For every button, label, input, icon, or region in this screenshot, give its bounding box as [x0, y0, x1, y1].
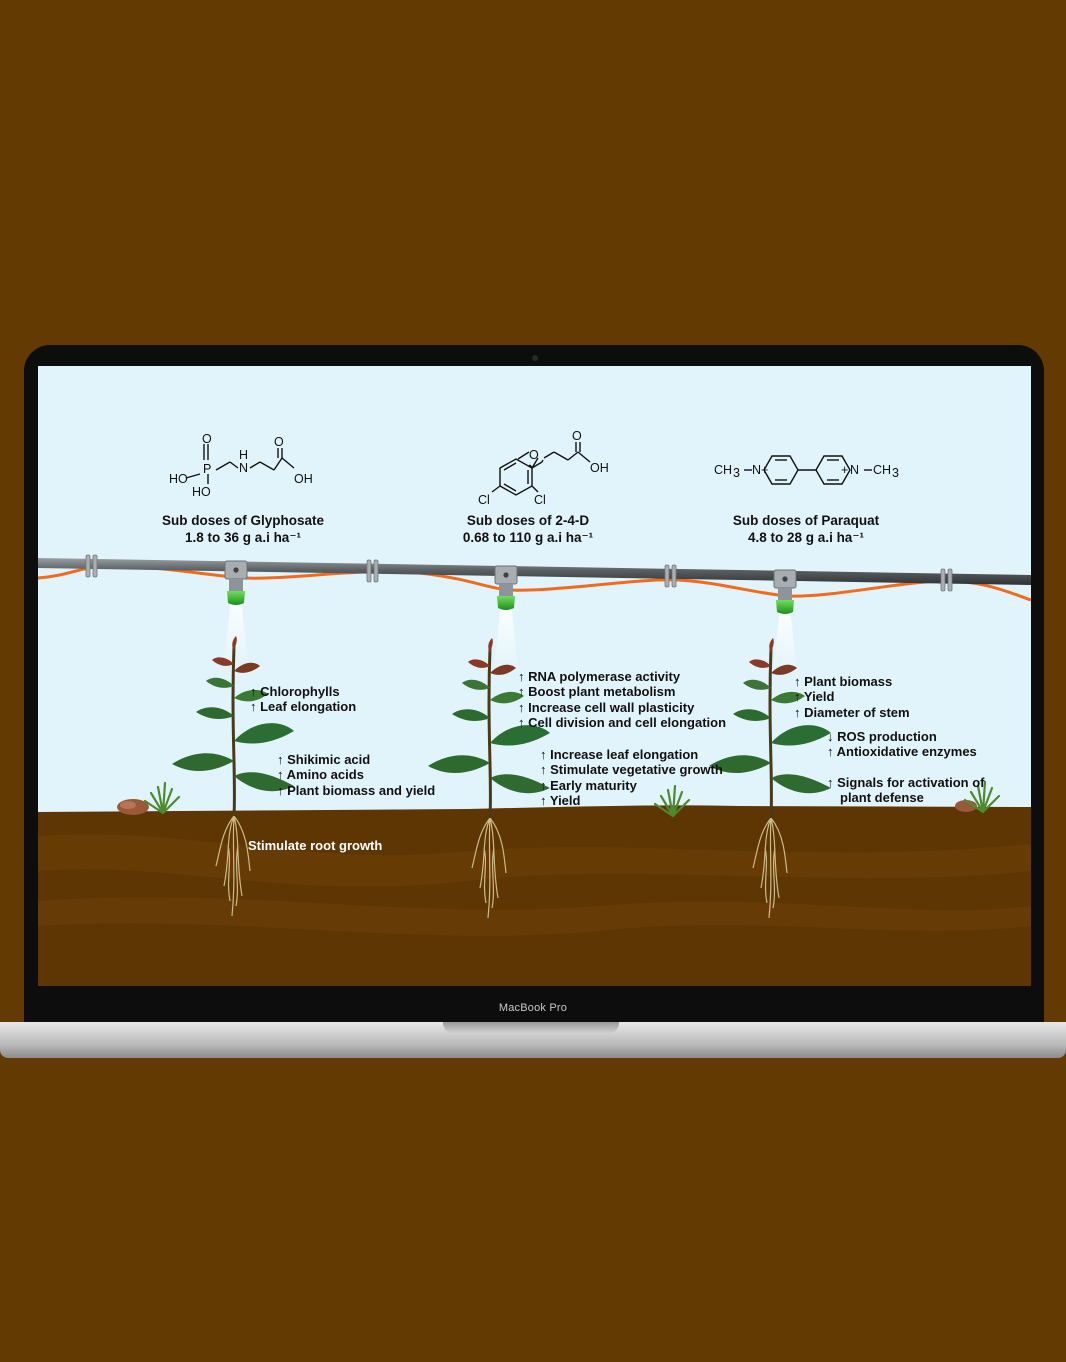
glyphosate-atom-n: N — [239, 461, 248, 475]
glyphosate-lower-effects: ↑ Shikimic acid ↑ Amino acids ↑ Plant bi… — [277, 752, 435, 798]
glyphosate-upper-effects: ↑ Chlorophylls ↑ Leaf elongation — [250, 684, 356, 715]
paraquat-structure — [744, 455, 872, 485]
effect-item: ↑ Increase cell wall plasticity — [518, 699, 695, 715]
d24-atom-cl1: Cl — [478, 493, 490, 507]
effect-item: ↑ Cell division and cell elongation — [518, 715, 727, 731]
paraquat-title: Sub doses of Paraquat — [732, 513, 880, 528]
effect-item: ↑ Signals for activation of — [827, 775, 985, 790]
effect-item: ↑ Yield — [540, 793, 581, 809]
effect-item: ↑ Early maturity — [540, 777, 637, 793]
d24-atom-oh: OH — [590, 461, 609, 475]
effect-item: ↑ Increase leaf elongation — [540, 747, 699, 762]
glyphosate-structure — [185, 444, 295, 484]
effect-item: ↑ Antioxidative enzymes — [827, 744, 977, 760]
screen: O P HO HO H N O OH — [38, 366, 1031, 986]
paraquat-middle-effects: ↓ ROS production ↑ Antioxidative enzymes — [827, 729, 977, 760]
effect-item: ↑ Stimulate vegetative growth — [540, 762, 723, 778]
paraquat-atom-ch2: CH — [873, 463, 891, 477]
d24-upper-effects: ↑ RNA polymerase activity ↑ Boost plant … — [518, 669, 726, 731]
d24-label: Sub doses of 2-4-D 0.68 to 110 g a.i ha⁻… — [428, 512, 628, 546]
glyphosate-atom-h: H — [239, 448, 248, 462]
paraquat-atom-sub2: 3 — [892, 466, 899, 480]
effect-item: ↑ Diameter of stem — [794, 704, 910, 720]
paraquat-atom-sub1: 3 — [733, 466, 740, 480]
paraquat-atom-plus1: + — [761, 463, 768, 477]
effect-item: ↑ Shikimic acid — [277, 752, 371, 767]
d24-title: Sub doses of 2-4-D — [466, 513, 590, 528]
effect-item: plant defense — [840, 790, 924, 806]
webcam — [532, 355, 538, 361]
effect-item: ↑ RNA polymerase activity — [518, 669, 681, 684]
d24-atom-o2: O — [572, 429, 582, 443]
effect-item: ↑ Chlorophylls — [250, 684, 340, 699]
glyphosate-atom-ho2: HO — [192, 485, 211, 499]
glyphosate-label: Sub doses of Glyphosate 1.8 to 36 g a.i … — [143, 512, 343, 546]
glyphosate-title: Sub doses of Glyphosate — [161, 513, 325, 528]
paraquat-atom-ch1: CH — [714, 463, 732, 477]
d24-lower-effects: ↑ Increase leaf elongation ↑ Stimulate v… — [540, 747, 723, 809]
glyphosate-dose: 1.8 to 36 g a.i ha⁻¹ — [185, 530, 301, 545]
effect-item: ↑ Yield — [794, 689, 835, 705]
glyphosate-atom-p: P — [203, 462, 211, 476]
paraquat-lower-effects: ↑ Signals for activation of plant defens… — [827, 775, 984, 806]
d24-atom-cl2: Cl — [534, 493, 546, 507]
effect-item: ↑ Amino acids — [277, 767, 364, 783]
paraquat-atom-plus2: + — [841, 463, 848, 477]
device-label: MacBook Pro — [498, 1002, 568, 1014]
glyphosate-atom-o1: O — [202, 432, 212, 446]
effect-item: ↑ Plant biomass — [794, 674, 893, 689]
glyphosate-atom-ho1: HO — [169, 472, 188, 486]
paraquat-atom-n1: N — [752, 463, 761, 477]
d24-atom-o1: O — [529, 448, 539, 462]
paraquat-dose: 4.8 to 28 g a.i ha⁻¹ — [748, 530, 864, 545]
effect-item: ↑ Boost plant metabolism — [518, 684, 676, 700]
glyphosate-atom-o2: O — [274, 435, 284, 449]
d24-structure — [491, 442, 591, 496]
root-growth-label: Stimulate root growth — [248, 838, 383, 853]
effect-item: ↑ Leaf elongation — [250, 699, 357, 715]
d24-dose: 0.68 to 110 g a.i ha⁻¹ — [462, 530, 594, 545]
effect-item: ↑ Plant biomass and yield — [277, 782, 436, 798]
laptop-notch — [443, 1022, 619, 1033]
illustration: O P HO HO H N O OH — [38, 429, 1031, 986]
paraquat-label: Sub doses of Paraquat 4.8 to 28 g a.i ha… — [706, 512, 906, 546]
paraquat-atom-n2: N — [850, 463, 859, 477]
paraquat-upper-effects: ↑ Plant biomass ↑ Yield ↑ Diameter of st… — [794, 674, 910, 720]
glyphosate-atom-oh: OH — [294, 472, 313, 486]
effect-item: ↓ ROS production — [827, 729, 937, 744]
